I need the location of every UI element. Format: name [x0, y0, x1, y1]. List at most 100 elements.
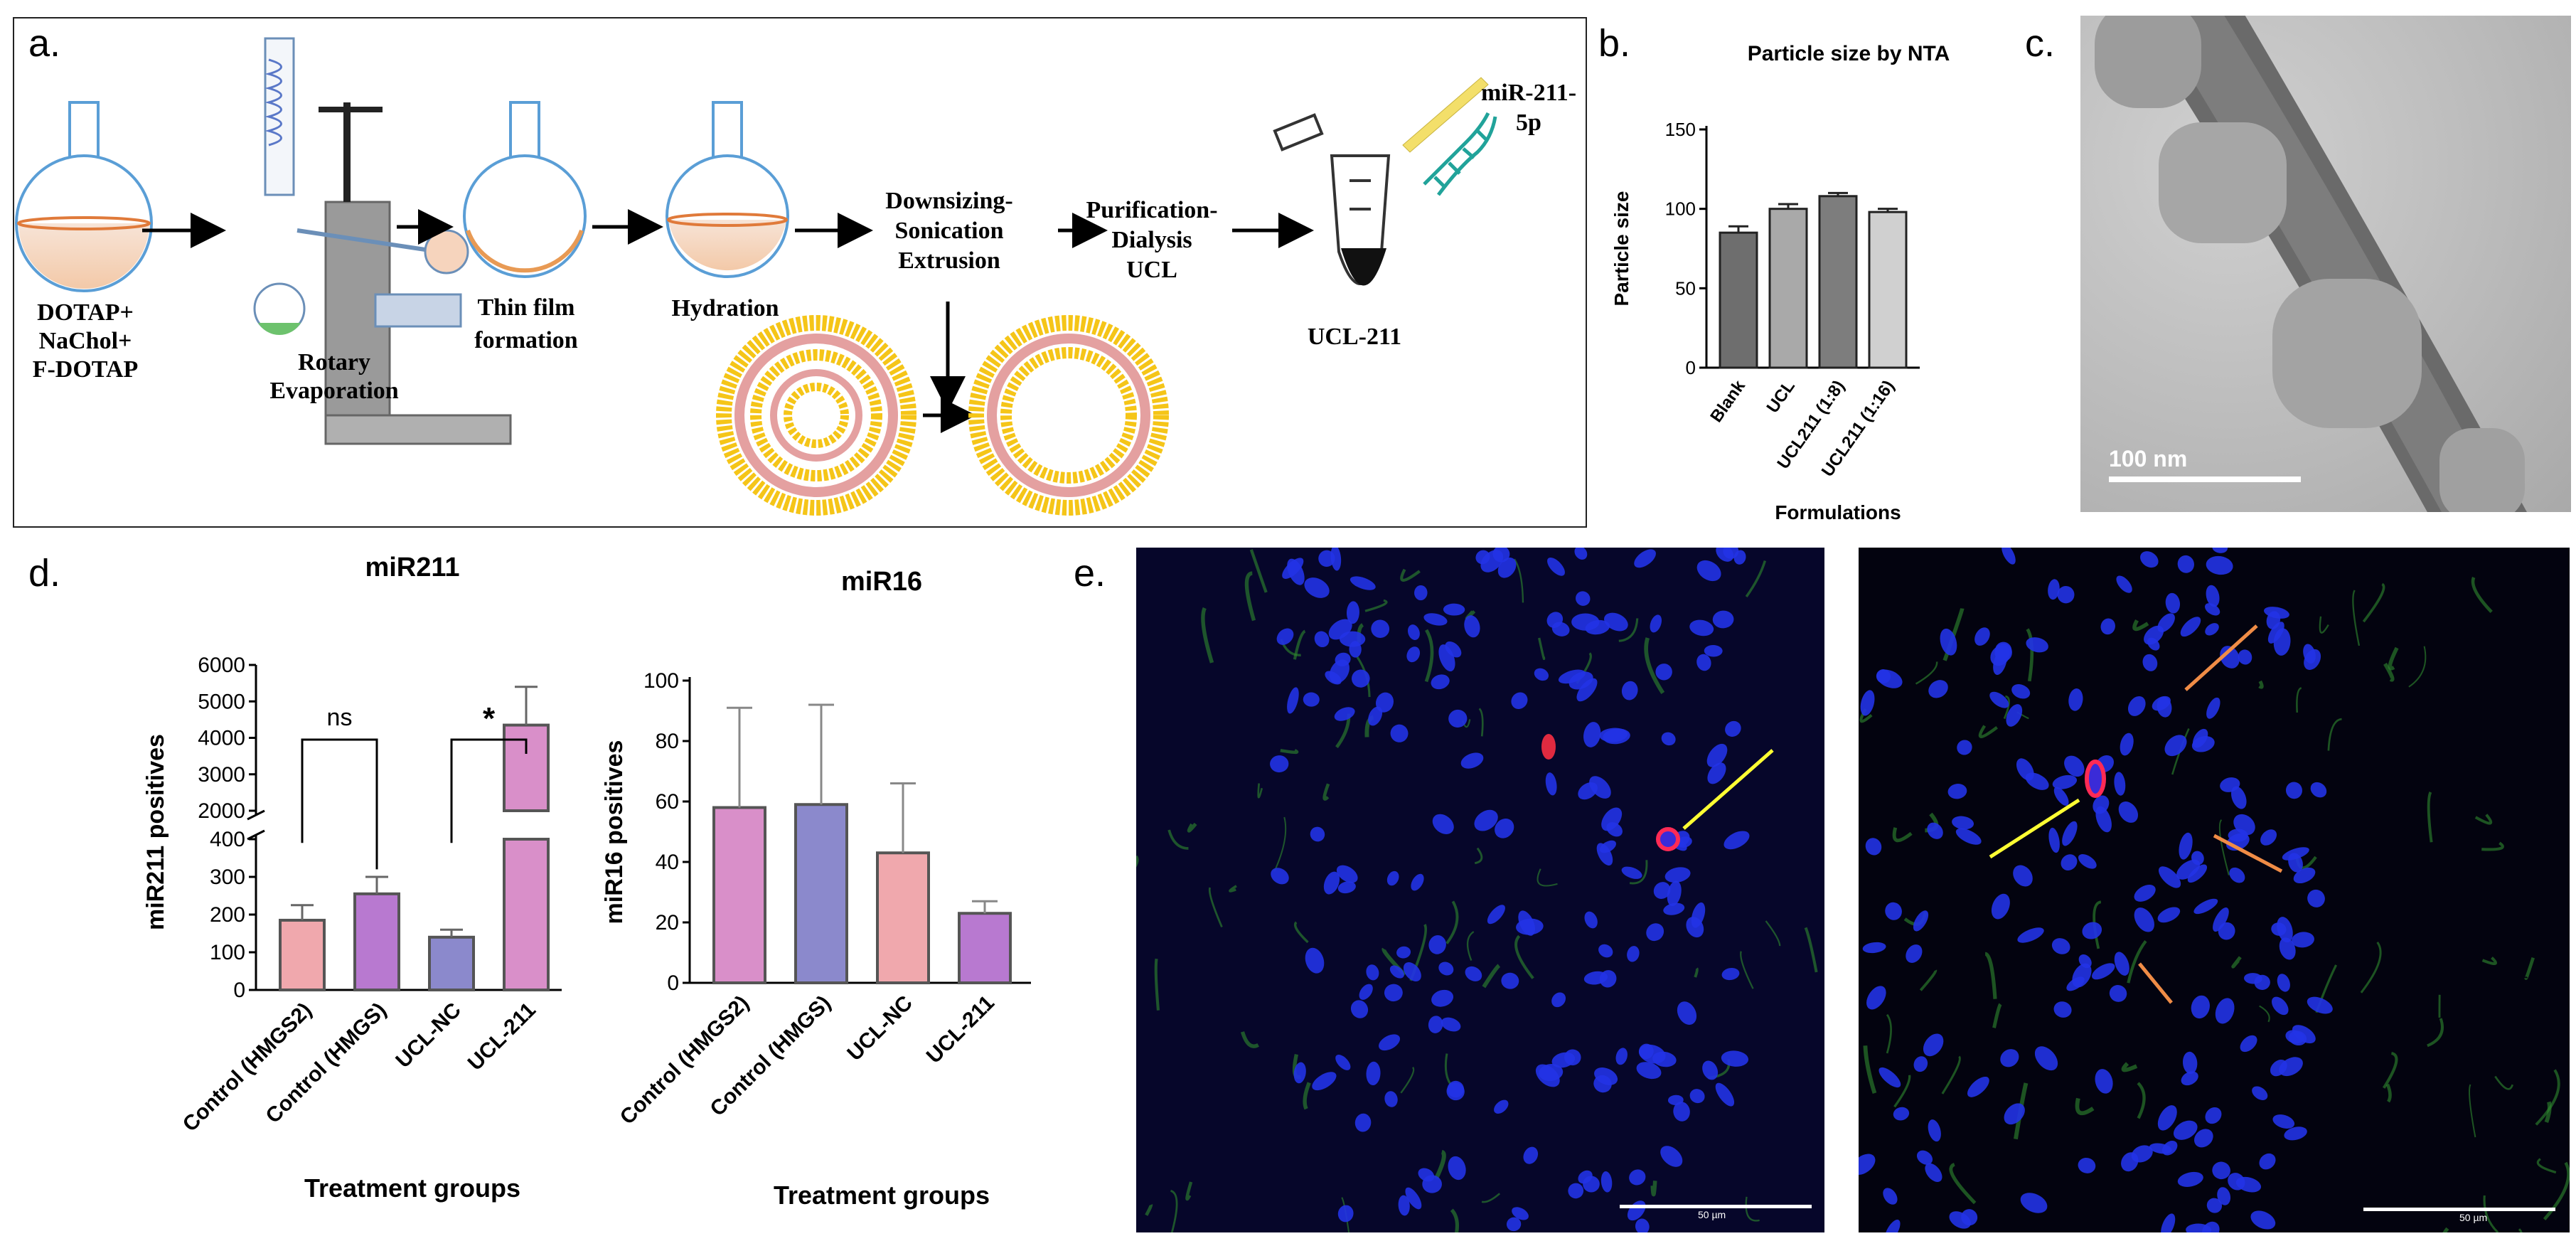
nucleus — [2034, 1046, 2058, 1071]
nucleus — [2212, 1161, 2230, 1180]
nucleus — [1636, 1062, 1662, 1080]
nucleus — [2020, 1193, 2048, 1213]
green-fiber — [2518, 1228, 2523, 1232]
chart-d1-bar — [279, 918, 326, 992]
nucleus — [1534, 668, 1549, 681]
nucleus — [2215, 998, 2235, 1024]
nucleus — [1350, 1000, 1369, 1018]
nucleus — [2186, 1223, 2212, 1232]
nucleus — [1551, 992, 1566, 1008]
nucleus — [1359, 984, 1373, 1000]
green-fiber — [1650, 1181, 1657, 1197]
nucleus — [1407, 624, 1420, 640]
nucleus — [1696, 654, 1711, 671]
nucleus — [1702, 1060, 1719, 1080]
nucleus — [1546, 612, 1564, 628]
chart-b-title: Particle size by NTA — [1748, 42, 1950, 65]
nucleus — [2026, 637, 2048, 653]
nucleus — [1583, 722, 1601, 747]
green-fiber — [2121, 1062, 2138, 1072]
nucleus — [2082, 922, 2102, 939]
nucleus — [1494, 1099, 1509, 1114]
green-fiber — [1240, 1031, 1259, 1048]
green-fiber — [2385, 1083, 2392, 1103]
nucleus — [1337, 881, 1356, 894]
yellow-arrow — [1682, 749, 1774, 830]
green-fiber — [2536, 1158, 2557, 1174]
tem-image: 100 nm — [2080, 16, 2571, 512]
nucleus — [2011, 684, 2031, 699]
nucleus — [1600, 1171, 1613, 1193]
chart-d1-ytick-label: 300 — [210, 865, 245, 889]
nucleus — [1940, 628, 1957, 656]
nucleus — [1667, 880, 1682, 907]
flask-1-icon — [15, 101, 153, 292]
label-thinfilm: Thin film formation — [474, 294, 578, 353]
nucleus — [2052, 774, 2078, 789]
nucleus — [1384, 1091, 1398, 1107]
nucleus — [2285, 1030, 2304, 1044]
nucleus — [1664, 867, 1691, 883]
chart-d1-xlabel: Treatment groups — [304, 1173, 520, 1203]
orange-arrow — [2213, 833, 2283, 873]
green-fiber — [1249, 549, 1268, 593]
nucleus — [1621, 681, 1638, 701]
nucleus — [1712, 610, 1734, 629]
nucleus — [2002, 548, 2016, 565]
nucleus — [1576, 678, 1598, 702]
panel-c-letter: c. — [2025, 22, 2056, 65]
green-fiber — [2382, 1051, 2398, 1089]
nucleus — [2229, 867, 2245, 883]
nucleus — [1464, 615, 1480, 638]
nucleus — [1389, 965, 1404, 979]
nucleus — [1422, 1175, 1442, 1193]
chart-d2-bar — [712, 806, 766, 984]
nucleus — [2157, 696, 2172, 718]
green-fiber — [1893, 1075, 1911, 1108]
nucleus — [2116, 575, 2132, 593]
nucleus — [2114, 952, 2129, 976]
nucleus — [1431, 674, 1450, 690]
chart-d2-ylabel: miR16 positives — [601, 740, 628, 925]
nucleus — [2006, 704, 2023, 727]
nucleus — [2230, 786, 2247, 809]
green-fiber — [2362, 582, 2385, 623]
green-fiber — [1481, 1193, 1501, 1203]
nucleus — [2165, 592, 2181, 614]
nucleus — [2205, 623, 2219, 636]
chart-d1-ytick-label: 5000 — [198, 690, 245, 713]
nucleus — [1523, 1146, 1539, 1164]
label-product: UCL-211 — [1307, 324, 1402, 350]
nucleus — [2066, 976, 2085, 991]
green-fiber — [1536, 868, 1558, 887]
panel-a-letter: a. — [28, 22, 61, 65]
nucleus — [2179, 832, 2193, 860]
green-fiber — [1364, 599, 1388, 612]
green-fiber — [1538, 637, 1546, 661]
nucleus — [1443, 603, 1465, 616]
chart-d2-bar — [876, 851, 930, 984]
nucleus — [1865, 838, 1882, 856]
green-fiber — [2543, 1161, 2570, 1220]
nucleus — [1465, 966, 1482, 981]
green-fiber — [2296, 687, 2302, 713]
nucleus — [1949, 1211, 1971, 1229]
nucleus — [2220, 646, 2240, 669]
chart-d1-ns-bracket — [301, 738, 378, 870]
chart-b-ytick-label: 50 — [1675, 277, 1696, 299]
nucleus — [2220, 777, 2240, 792]
green-fiber — [1886, 1013, 1892, 1054]
orange-arrow — [2184, 624, 2258, 691]
nucleus — [1428, 1016, 1443, 1033]
green-fiber — [1154, 958, 1160, 1011]
nucleus — [1707, 762, 1726, 784]
nucleus — [1967, 1076, 1989, 1097]
green-fiber — [2360, 942, 2382, 994]
nucleus — [1304, 577, 1330, 598]
nucleus — [1663, 902, 1685, 915]
chart-b-bar — [1768, 208, 1808, 369]
chart-d1-ytick-label: 0 — [233, 979, 245, 1002]
panel-b-letter: b. — [1598, 22, 1631, 65]
chart-b-bar — [1818, 195, 1858, 369]
